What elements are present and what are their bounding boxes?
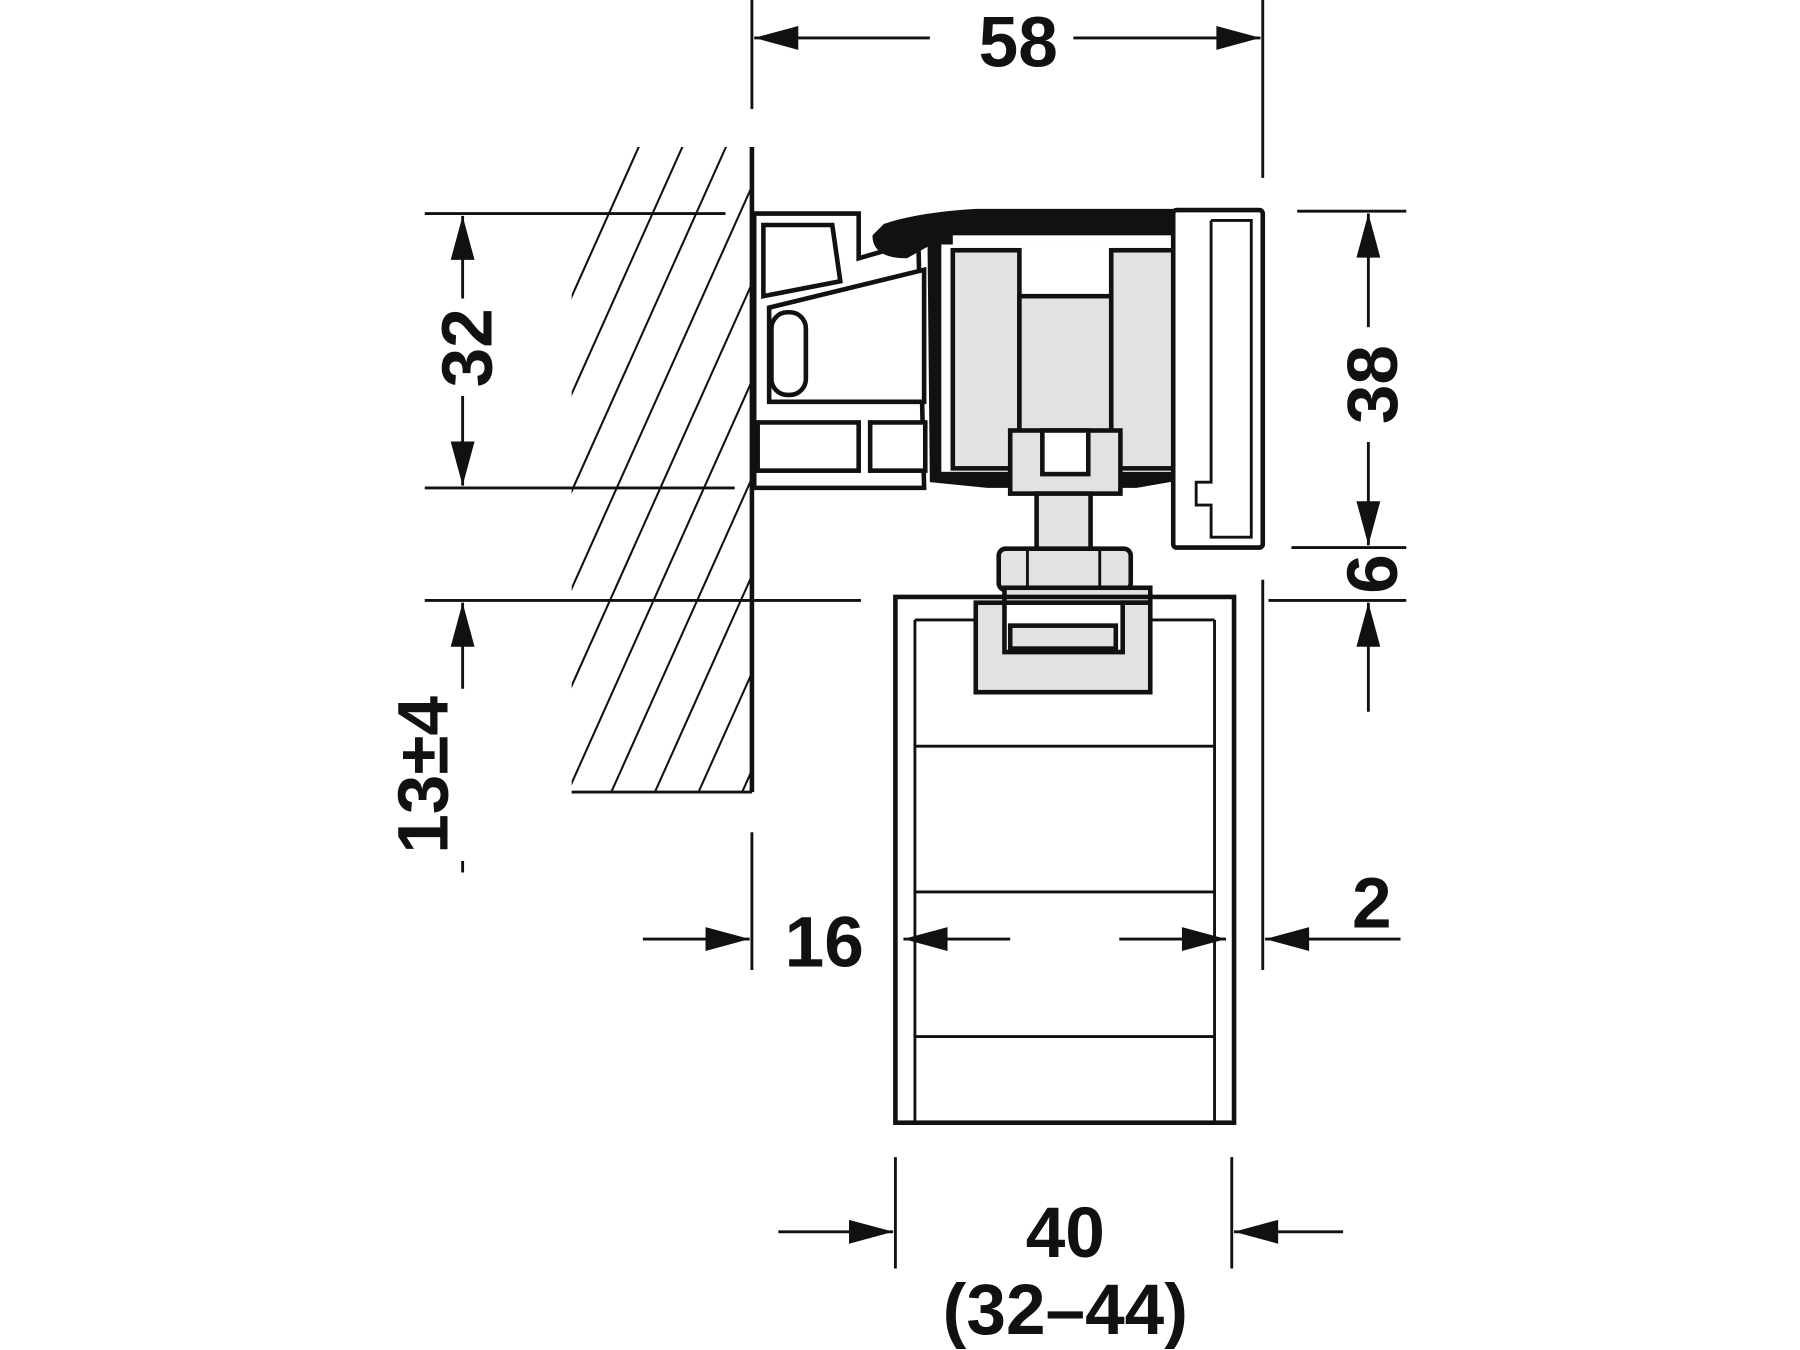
dim-label-2: 2 bbox=[1352, 865, 1392, 944]
hatch-line bbox=[571, 378, 752, 786]
door-panel bbox=[893, 594, 1237, 1125]
dimension-16: 16 bbox=[642, 832, 1227, 983]
hatch-line bbox=[697, 670, 752, 793]
dimension-32: 32 bbox=[424, 212, 735, 490]
dim-label-40: 40 bbox=[1026, 1194, 1105, 1273]
dimension-13-4: 13±4 bbox=[385, 598, 861, 873]
hatch-line bbox=[571, 146, 640, 300]
dim-label-13-4: 13±4 bbox=[385, 696, 464, 854]
dim-label-range: (32–44) bbox=[943, 1271, 1188, 1350]
hatch-line bbox=[571, 281, 752, 689]
track-profile bbox=[751, 207, 1266, 605]
hatch-line bbox=[610, 475, 752, 793]
dimension-40: 40 (32–44) bbox=[778, 1157, 1344, 1350]
dimension-58: 58 bbox=[750, 0, 1265, 178]
dim-label-58: 58 bbox=[979, 4, 1058, 83]
dim-label-16: 16 bbox=[785, 904, 864, 983]
dimension-38: 38 bbox=[1291, 209, 1413, 550]
hatch-line bbox=[571, 146, 728, 494]
dim-label-32: 32 bbox=[428, 308, 507, 387]
hatch-line bbox=[653, 573, 752, 793]
hatch-line bbox=[571, 183, 752, 591]
dim-label-38: 38 bbox=[1334, 345, 1413, 424]
dimension-6: 6 bbox=[1268, 554, 1413, 712]
dimension-2: 2 bbox=[1261, 579, 1401, 971]
dim-label-6: 6 bbox=[1334, 554, 1413, 594]
hatch-line bbox=[571, 146, 684, 397]
